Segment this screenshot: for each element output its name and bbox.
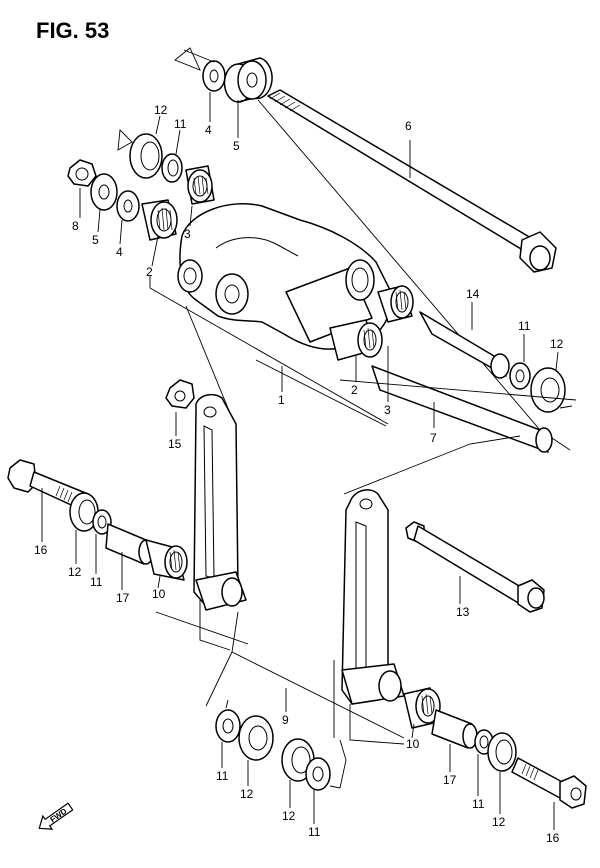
- dust-seal-12-left: [129, 133, 163, 179]
- callout-13: 13: [456, 605, 470, 619]
- callout-12-lower-a: 12: [240, 787, 254, 801]
- callout-17-right: 17: [443, 773, 457, 787]
- washer-4-left: [116, 190, 140, 222]
- bolt-6: [267, 89, 557, 273]
- callout-11-top: 11: [174, 117, 187, 131]
- dust-seal-12-left-lower: [69, 492, 99, 532]
- bushing-2-left: [141, 199, 178, 241]
- bearing-3-right: [377, 285, 414, 323]
- callout-7: 7: [430, 431, 437, 445]
- callout-10-right: 10: [406, 737, 420, 751]
- callout-12-right-lower: 12: [492, 815, 506, 829]
- bearing-3-left: [185, 165, 215, 205]
- collar-17-left: [105, 523, 154, 565]
- callout-11-left-lower: 11: [90, 575, 103, 589]
- callout-9: 9: [282, 713, 289, 727]
- bolt-16-right: [511, 757, 587, 809]
- cushion-rod-left: [193, 393, 247, 611]
- bearing-10-left: [145, 539, 188, 581]
- callout-2-top: 2: [146, 265, 153, 279]
- callout-11-right: 11: [518, 319, 531, 333]
- callout-12-right: 12: [550, 337, 564, 351]
- figure-title: FIG. 53: [36, 18, 109, 43]
- dust-seal-12-lower-a: [238, 715, 274, 761]
- cushion-rod-right: [341, 489, 405, 705]
- callout-1: 1: [278, 393, 285, 407]
- bolt-13: [405, 521, 545, 613]
- callout-2-right: 2: [351, 383, 358, 397]
- callout-4-top: 4: [205, 123, 212, 137]
- callout-5-top: 5: [233, 139, 240, 153]
- callout-10-left: 10: [152, 587, 166, 601]
- callout-11-lower-a: 11: [216, 769, 229, 783]
- washer-4-top: [202, 60, 226, 92]
- callout-6: 6: [405, 119, 412, 133]
- cushion-lever-1: [177, 202, 392, 350]
- collar-17-right: [431, 709, 478, 749]
- washer-11-lower-b: [305, 757, 331, 791]
- callout-11-right-lower: 11: [472, 797, 485, 811]
- callout-16-left: 16: [34, 543, 48, 557]
- callout-12-top: 12: [154, 103, 168, 117]
- callout-16-right: 16: [546, 831, 560, 845]
- callout-3-top: 3: [184, 227, 191, 241]
- dust-seal-12-right: [530, 367, 566, 413]
- dust-seal-12-right-lower: [487, 732, 517, 772]
- washer-11-left: [161, 153, 183, 183]
- spacer-rod-7: [371, 365, 553, 453]
- nut-15: [165, 379, 195, 409]
- fwd-arrow-icon: FWD: [38, 802, 74, 830]
- callout-12-lower-b: 12: [282, 809, 296, 823]
- washer-11-right: [509, 362, 531, 390]
- nut-8: [67, 159, 97, 187]
- callout-15: 15: [168, 437, 182, 451]
- washer-11-lower-a: [215, 709, 241, 743]
- callout-5-left: 5: [92, 233, 99, 247]
- callout-17-left: 17: [116, 591, 130, 605]
- washer-5-left: [90, 173, 118, 211]
- callout-14: 14: [466, 287, 480, 301]
- callout-4-left: 4: [116, 245, 123, 259]
- washer-5-top: [223, 57, 273, 103]
- callout-8: 8: [72, 219, 79, 233]
- spacer-14: [419, 311, 510, 379]
- callout-3-right: 3: [384, 403, 391, 417]
- bushing-2-right: [329, 319, 383, 361]
- washer-11-left-lower: [92, 509, 112, 535]
- callout-12-left-lower: 12: [68, 565, 82, 579]
- bearing-10-right: [403, 687, 441, 729]
- callout-11-lower-b: 11: [308, 825, 321, 839]
